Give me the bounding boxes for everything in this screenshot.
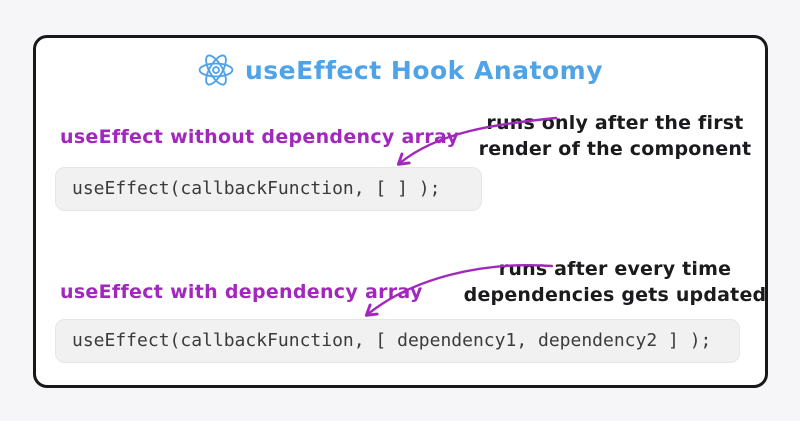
diagram-title-row: useEffect Hook Anatomy: [0, 50, 800, 90]
section-2-heading: useEffect with dependency array: [60, 281, 423, 303]
section-1-annotation-line-2: render of the component: [478, 138, 752, 160]
section-1-code-snippet: useEffect(callbackFunction, [ ] );: [55, 167, 482, 211]
section-2-code-snippet: useEffect(callbackFunction, [ dependency…: [55, 319, 740, 363]
diagram-title: useEffect Hook Anatomy: [245, 55, 603, 85]
section-2-annotation-line-2: dependencies gets updated: [463, 284, 767, 306]
section-2-annotation: runs after every time dependencies gets …: [460, 256, 770, 308]
section-1-annotation: runs only after the first render of the …: [465, 110, 765, 162]
section-1-heading: useEffect without dependency array: [60, 126, 460, 148]
section-1-annotation-line-1: runs only after the first: [486, 112, 744, 134]
section-2-annotation-line-1: runs after every time: [498, 258, 732, 280]
react-logo-icon: [198, 54, 234, 86]
